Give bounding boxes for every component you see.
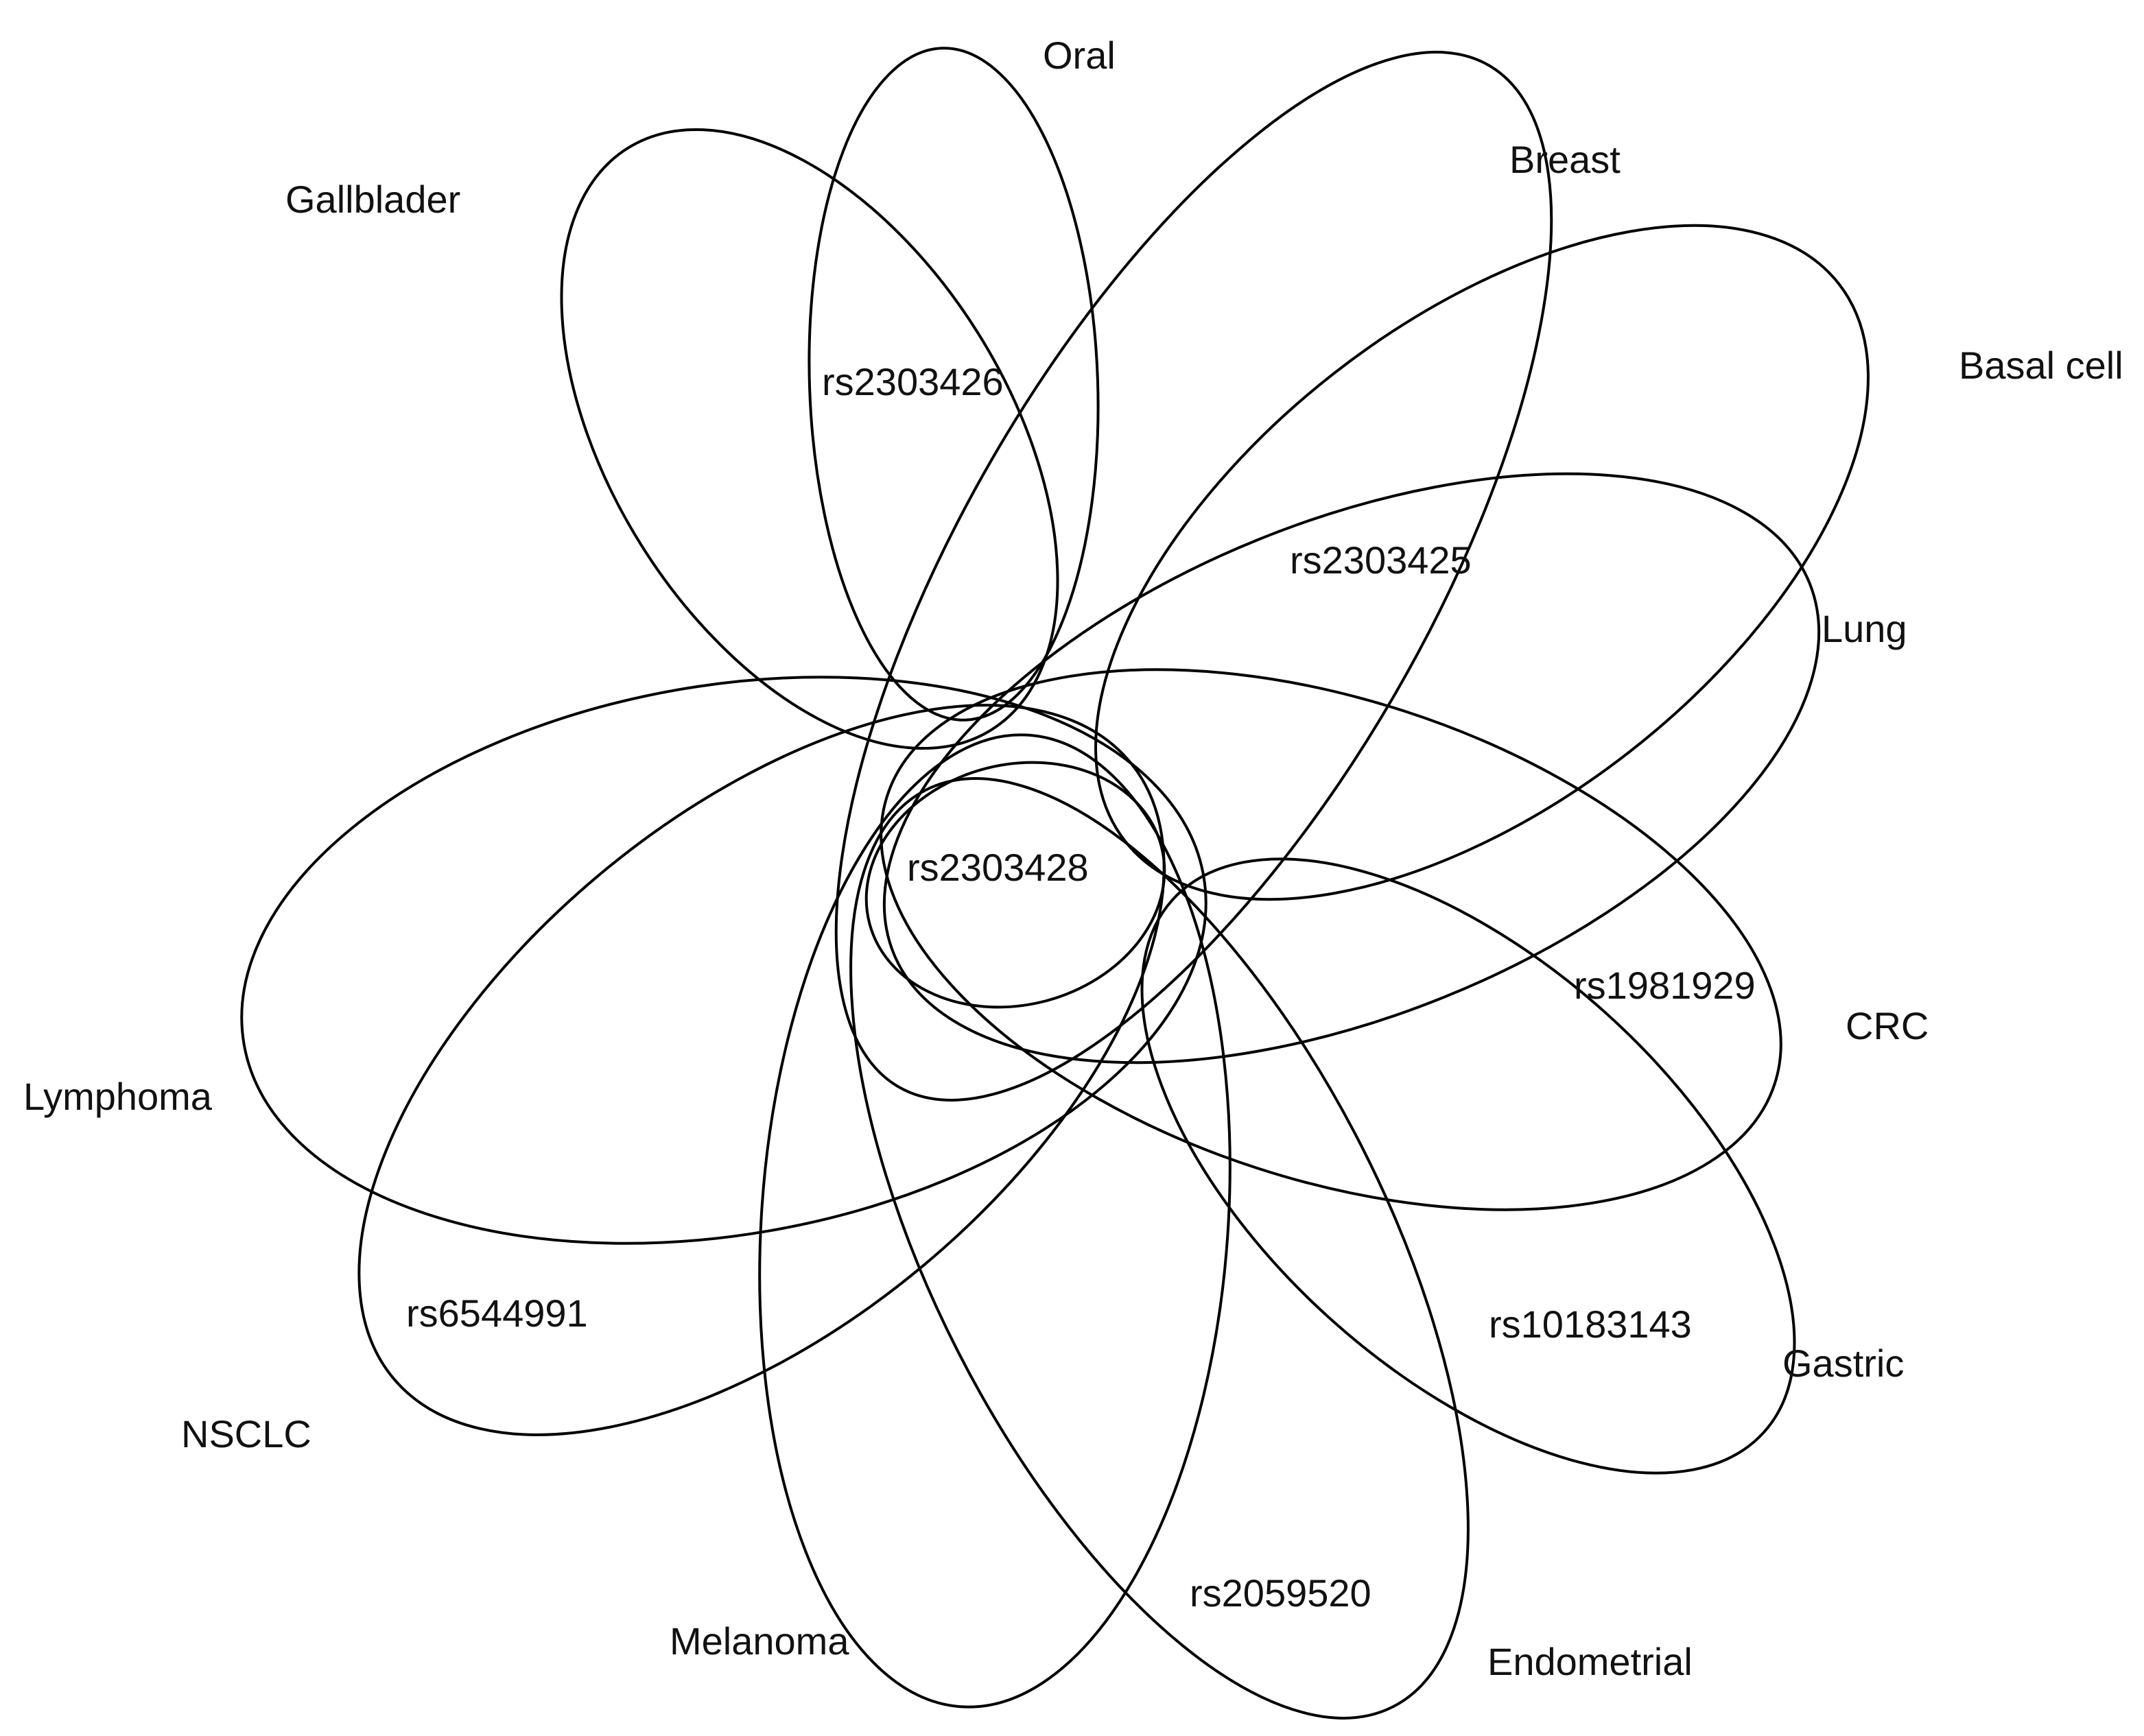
petal-center-small [864,761,1166,1009]
snp-labels: rs2303426 rs2303425 rs2303428 rs1981929 … [406,360,1756,1615]
petal-lung [882,472,1821,1065]
label-rs2303428: rs2303428 [907,846,1089,889]
petal-gastric [1140,857,1796,1475]
label-melanoma: Melanoma [670,1619,849,1663]
petal-breast [834,51,1553,1102]
label-rs1981929: rs1981929 [1574,964,1756,1007]
label-rs2059520: rs2059520 [1190,1571,1371,1615]
label-oral: Oral [1043,34,1116,77]
label-rs2303425: rs2303425 [1290,538,1472,582]
label-rs6544991: rs6544991 [406,1292,588,1335]
cancer-labels: Oral Gallblader Breast Basal cell Lung C… [23,34,2123,1683]
label-lymphoma: Lymphoma [23,1075,213,1118]
petal-basal-cell [1094,224,1870,901]
label-lung: Lung [1822,607,1907,650]
label-rs10183143: rs10183143 [1489,1303,1692,1346]
petal-gallblader [560,128,1059,750]
label-crc: CRC [1846,1004,1929,1047]
label-gastric: Gastric [1782,1342,1904,1385]
petal-crc [880,668,1782,1211]
label-rs2303426: rs2303426 [822,360,1004,403]
petals [240,47,1870,1720]
label-endometrial: Endometrial [1487,1640,1693,1683]
petal-endometrial [849,777,1470,1720]
label-basal-cell: Basal cell [1959,344,2123,387]
petal-oral [808,47,1100,722]
label-breast: Breast [1509,138,1621,181]
petal-melanoma [758,733,1232,1709]
label-nsclc: NSCLC [181,1412,311,1455]
label-gallblader: Gallblader [285,178,460,221]
petal-lymphoma [240,676,1208,1245]
petal-nsclc [357,704,1166,1436]
